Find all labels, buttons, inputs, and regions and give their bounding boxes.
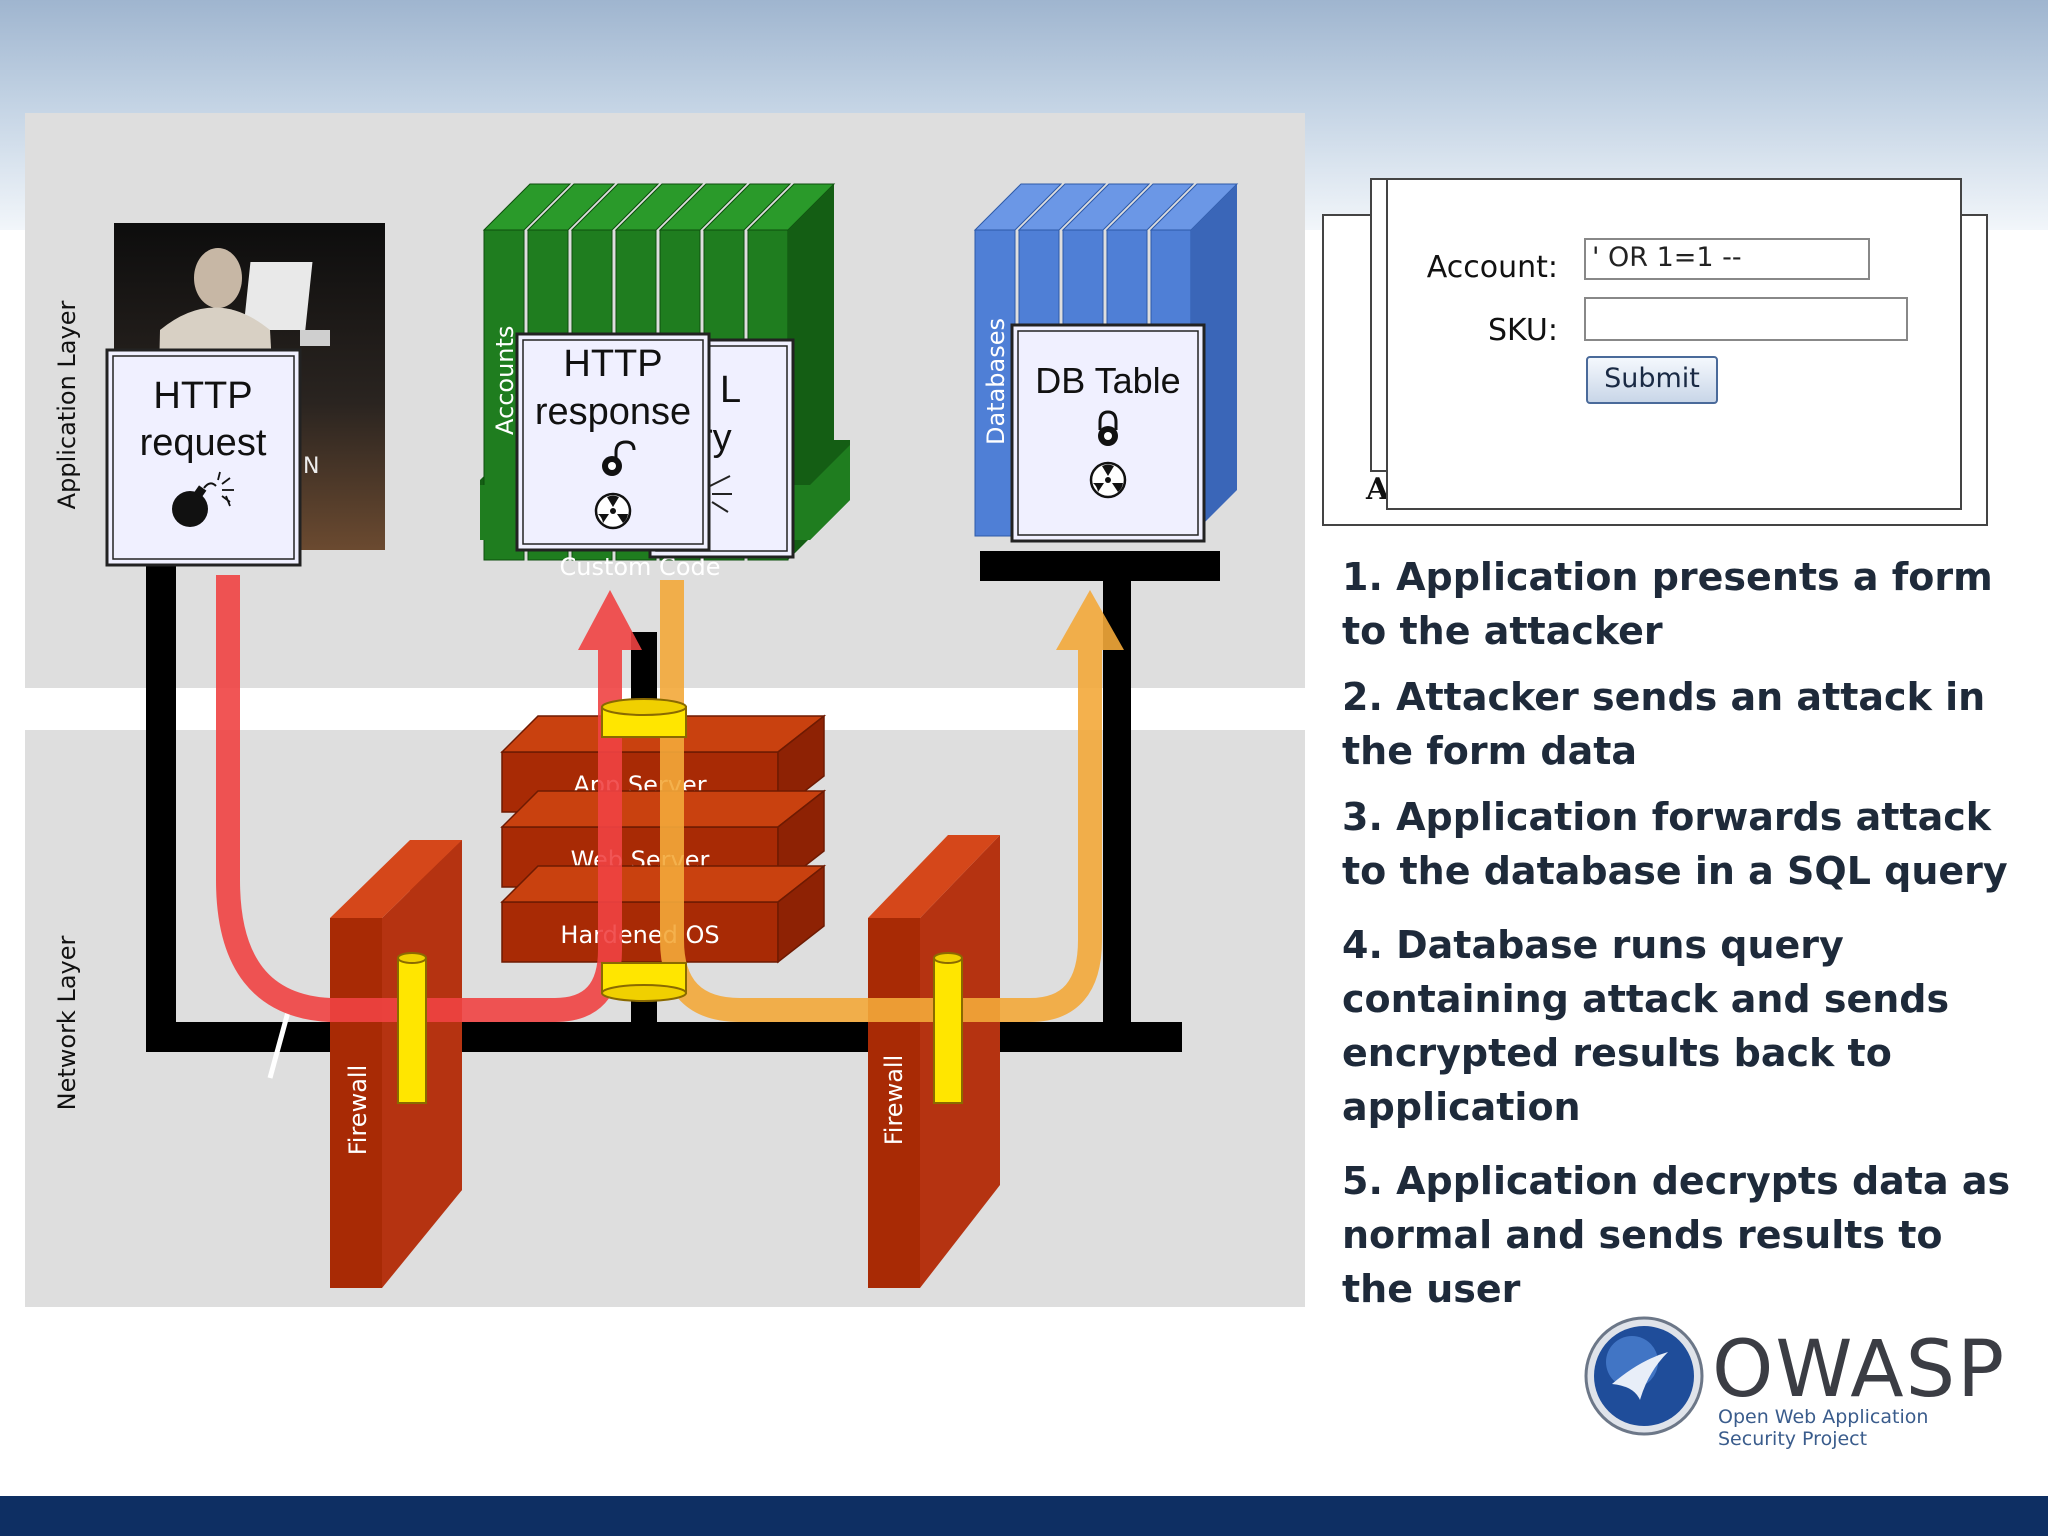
- encryption-ring-fw-right: [933, 952, 963, 1104]
- radiation-icon-db: [1089, 461, 1127, 499]
- owasp-subtitle-1: Open Web Application: [1718, 1406, 1929, 1428]
- network-layer-label: Network Layer: [53, 935, 81, 1110]
- owasp-subtitle-2: Security Project: [1718, 1428, 1868, 1450]
- http-request-card: HTTP request: [105, 348, 302, 567]
- encryption-ring-fw-left: [397, 952, 427, 1104]
- unlocked-padlock-icon: [602, 440, 636, 476]
- owasp-logo-icon: [1584, 1316, 1704, 1436]
- step-2: 2. Attacker sends an attack in the form …: [1342, 675, 1986, 773]
- account-input[interactable]: ' OR 1=1 --: [1584, 238, 1870, 280]
- http-response-card: HTTP response: [515, 332, 711, 552]
- encryption-ring-app: [601, 698, 687, 738]
- step-5: 5. Application decrypts data as normal a…: [1342, 1159, 2011, 1311]
- green-stack-spine-label-0: Accounts: [491, 326, 519, 435]
- step-3: 3. Application forwards attack to the da…: [1342, 795, 2008, 893]
- server-slab-label-2: Hardened OS: [560, 921, 719, 949]
- http-request-line2: request: [140, 422, 267, 464]
- footer-bar: [0, 1496, 2048, 1536]
- http-request-line1: HTTP: [153, 375, 252, 417]
- db-table-label: DB Table: [1035, 360, 1180, 401]
- firewall-right-label: Firewall: [880, 1055, 908, 1146]
- encryption-ring-os: [601, 962, 687, 1002]
- steps-list: 1. Application presents a form to the at…: [1342, 550, 2022, 1328]
- locked-padlock-icon: [1098, 410, 1118, 446]
- submit-button[interactable]: Submit: [1586, 356, 1718, 404]
- http-response-line1: HTTP: [563, 343, 662, 385]
- sku-input[interactable]: [1584, 297, 1908, 341]
- db-table-card: DB Table: [1010, 323, 1206, 543]
- http-response-line2: response: [535, 391, 691, 433]
- green-stack-side: [788, 184, 834, 560]
- firewall-left: Firewall: [330, 840, 462, 1288]
- owasp-wordmark: OWASP: [1712, 1325, 2007, 1415]
- step-1: 1. Application presents a form to the at…: [1342, 555, 1993, 653]
- sku-label: SKU:: [1488, 313, 1558, 348]
- application-layer-label: Application Layer: [53, 301, 81, 510]
- blue-stack-column-0: Databases: [973, 183, 1063, 537]
- blue-stack-spine-label-0: Databases: [982, 318, 1010, 445]
- radiation-icon: [594, 492, 632, 530]
- sql-query-line1: L: [720, 369, 741, 411]
- form-window-front: Account: ' OR 1=1 -- SKU: Submit: [1386, 178, 1962, 510]
- cable-break-mark: [267, 1011, 291, 1079]
- photo-partial-text: N: [303, 454, 319, 479]
- result-arrowhead: [1056, 590, 1124, 650]
- firewall-left-label: Firewall: [344, 1065, 372, 1156]
- form-behind-letter: A: [1366, 472, 1390, 507]
- step-4: 4. Database runs query containing attack…: [1342, 923, 1950, 1129]
- server-slab-2: Hardened OS: [500, 864, 827, 964]
- attack-arrowhead: [578, 590, 642, 650]
- bomb-icon: [172, 471, 234, 527]
- account-label: Account:: [1426, 250, 1558, 285]
